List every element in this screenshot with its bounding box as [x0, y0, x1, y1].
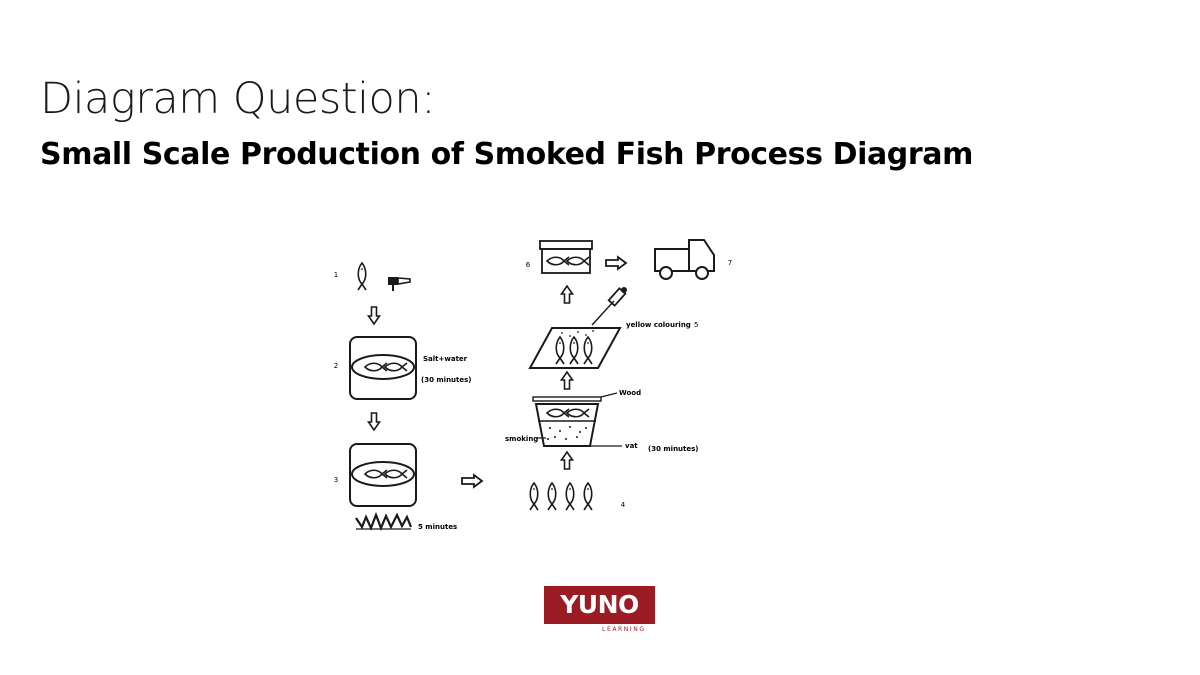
arrow-6-to-7 — [605, 256, 627, 270]
smoking-wood-label: Wood — [619, 389, 641, 397]
logo-text: YUNO — [560, 590, 639, 619]
step-1-fish-and-knife: 1 — [334, 262, 411, 291]
whole-fish-icon — [357, 262, 367, 291]
step-4-fish-row: 4 — [529, 482, 626, 511]
truck-icon — [654, 239, 715, 280]
yuno-learning-logo: YUNO LEARNING — [544, 586, 658, 636]
step-2-number: 2 — [334, 362, 338, 370]
arrow-4-to-smoking — [560, 451, 574, 470]
smoked-fish-process-diagram: 1 2 Salt+water (30 minutes) 3 — [270, 215, 750, 545]
arrow-3-to-4 — [461, 474, 483, 488]
arrow-smoking-to-5 — [560, 371, 574, 390]
smoking-left-label: smoking — [505, 435, 538, 443]
arrow-1-to-2 — [367, 306, 381, 325]
page-title: Diagram Question: — [40, 74, 436, 124]
arrow-2-to-3 — [367, 412, 381, 431]
smoking-vat: Wood smoking vat (30 minutes) — [505, 389, 699, 453]
step-7-delivery-truck: 7 — [654, 239, 732, 280]
fire-icon — [355, 511, 413, 531]
arrow-5-to-6 — [560, 285, 574, 304]
step-1-number: 1 — [334, 271, 338, 279]
step-4-number: 4 — [621, 501, 626, 509]
smoking-duration: (30 minutes) — [648, 445, 699, 453]
step-2-duration: (30 minutes) — [421, 376, 472, 384]
step-3-duration: 5 minutes — [418, 523, 457, 531]
step-2-label: Salt+water — [423, 355, 468, 363]
step-7-number: 7 — [728, 259, 732, 267]
smoking-vat-label: vat — [625, 442, 638, 450]
step-3-number: 3 — [334, 476, 338, 484]
dropper-icon — [591, 287, 627, 326]
step-5-colouring-tray: yellow colouring 5 — [528, 287, 698, 369]
step-6-number: 6 — [526, 261, 531, 269]
step-2-salt-water-tank: 2 Salt+water (30 minutes) — [334, 336, 472, 400]
logo-background — [544, 586, 655, 624]
step-5-number: 5 — [694, 321, 698, 329]
diagram-subtitle: Small Scale Production of Smoked Fish Pr… — [40, 137, 973, 172]
step-3-boiling-pot: 3 5 minutes — [334, 443, 457, 531]
step-6-packaged-box: 6 — [526, 240, 593, 274]
step-5-label: yellow colouring — [626, 321, 691, 329]
knife-icon — [388, 277, 411, 291]
logo-subtext: LEARNING — [602, 626, 646, 633]
